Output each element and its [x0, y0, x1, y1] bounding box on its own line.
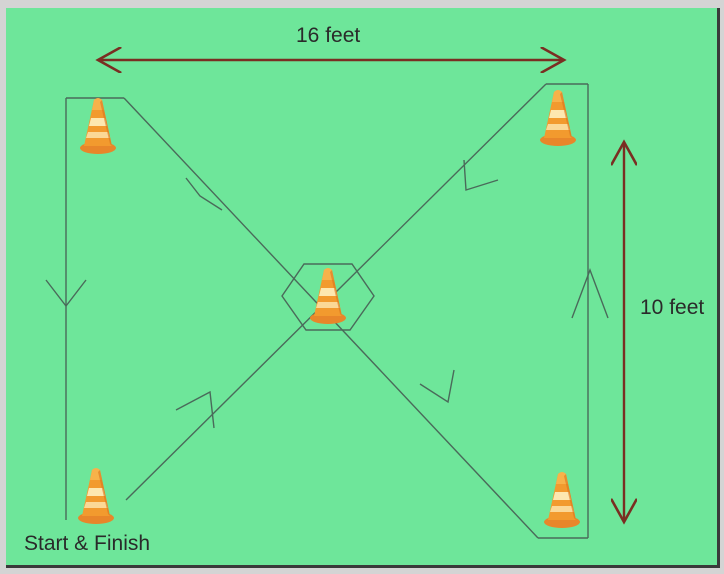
chevron-down-icon — [45, 279, 87, 308]
dimension-arrows — [98, 60, 624, 522]
playing-field — [6, 8, 720, 568]
width-label: 16 feet — [296, 24, 361, 47]
cone-top-left-icon — [80, 98, 116, 154]
direction-chevrons — [45, 159, 609, 429]
chevron-up-left-icon — [185, 177, 223, 211]
chevron-up-right-icon — [175, 390, 215, 429]
cone-center-icon — [310, 268, 346, 324]
chevron-down-left-icon — [463, 159, 499, 191]
cone-top-right-icon — [540, 90, 576, 146]
cone-bottom-right-icon — [544, 472, 580, 528]
center-hexagon — [281, 263, 375, 331]
chevron-up-icon — [571, 268, 609, 319]
height-label: 10 feet — [640, 296, 705, 319]
cone-bottom-left-icon — [78, 468, 114, 524]
start-finish-label: Start & Finish — [24, 532, 151, 555]
chevron-down-right-icon — [419, 369, 455, 404]
